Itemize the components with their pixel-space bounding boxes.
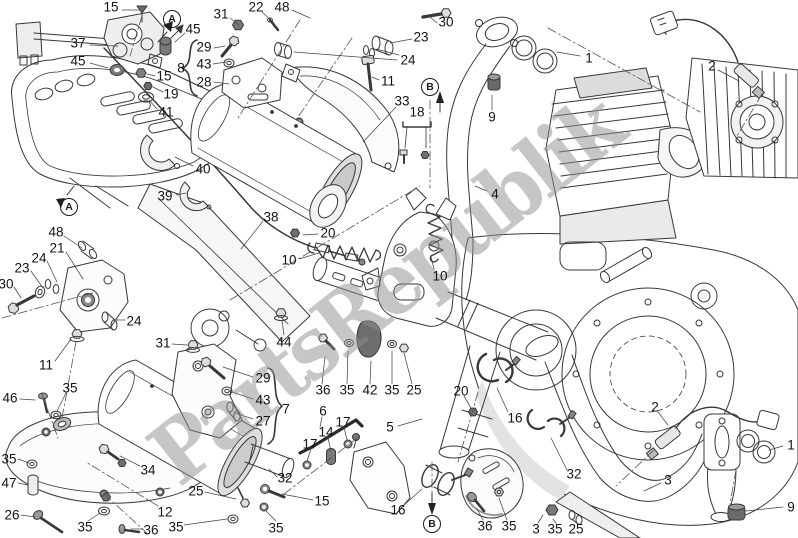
callout-10: 10 xyxy=(281,252,297,268)
callout-36: 36 xyxy=(143,522,159,538)
callout-5: 5 xyxy=(386,419,394,435)
callout-24: 24 xyxy=(31,250,47,266)
callout-30: 30 xyxy=(0,276,14,292)
callout-8: 8 xyxy=(177,60,185,76)
callout-11: 11 xyxy=(38,357,54,373)
callout-43: 43 xyxy=(255,392,271,408)
callout-35: 35 xyxy=(62,380,78,396)
callout-41: 41 xyxy=(158,104,174,120)
callout-3: 3 xyxy=(532,521,540,537)
callout-6: 6 xyxy=(319,403,327,419)
callout-42: 42 xyxy=(362,382,378,398)
callout-23: 23 xyxy=(413,29,429,45)
callout-46: 46 xyxy=(2,390,18,406)
callout-25: 25 xyxy=(406,382,422,398)
callout-23: 23 xyxy=(14,260,30,276)
callout-40: 40 xyxy=(195,161,211,177)
callout-48: 48 xyxy=(48,224,64,240)
clamps xyxy=(140,134,521,496)
callout-29: 29 xyxy=(196,39,212,55)
callout-31: 31 xyxy=(155,335,171,351)
callout-24: 24 xyxy=(126,313,142,329)
callout-32: 32 xyxy=(566,466,582,482)
callout-19: 19 xyxy=(163,86,179,102)
callout-47: 47 xyxy=(1,475,17,491)
callout-17: 17 xyxy=(335,414,351,430)
callout-38: 38 xyxy=(263,209,279,225)
callout-35: 35 xyxy=(547,521,563,537)
callout-30: 30 xyxy=(438,14,454,30)
callout-2: 2 xyxy=(708,58,716,74)
engine-line-art xyxy=(461,57,798,538)
view-marker-B: B xyxy=(421,78,439,96)
callout-1: 1 xyxy=(787,437,795,453)
callout-37: 37 xyxy=(70,35,86,51)
callout-39: 39 xyxy=(157,188,173,204)
callout-11: 11 xyxy=(380,73,396,89)
exhaust-springs xyxy=(307,203,444,263)
swingarm xyxy=(137,183,311,352)
callout-24: 24 xyxy=(400,52,416,68)
callout-26: 26 xyxy=(4,507,20,523)
callout-35: 35 xyxy=(77,519,93,535)
callout-9: 9 xyxy=(787,499,795,515)
view-marker-A: A xyxy=(163,10,181,28)
callout-45: 45 xyxy=(185,21,201,37)
callout-35: 35 xyxy=(168,519,184,535)
callout-27: 27 xyxy=(255,413,271,429)
callout-14: 14 xyxy=(318,424,334,440)
callout-15: 15 xyxy=(156,68,172,84)
callout-20: 20 xyxy=(453,383,469,399)
callout-34: 34 xyxy=(140,462,156,478)
callout-15: 15 xyxy=(103,0,119,15)
centerlines xyxy=(1,15,763,535)
callout-22: 22 xyxy=(248,0,264,15)
callout-18: 18 xyxy=(409,104,425,120)
callout-12: 12 xyxy=(157,504,173,520)
view-marker-A: A xyxy=(60,198,78,216)
callout-35: 35 xyxy=(384,382,400,398)
callout-17: 17 xyxy=(302,436,318,452)
callout-25: 25 xyxy=(568,521,584,537)
callout-7: 7 xyxy=(282,401,290,417)
callout-2: 2 xyxy=(651,399,659,415)
callout-1: 1 xyxy=(585,50,593,66)
callout-35: 35 xyxy=(339,382,355,398)
callout-16: 16 xyxy=(507,410,523,426)
callout-15: 15 xyxy=(314,493,330,509)
lower-muffler xyxy=(52,359,295,499)
callout-35: 35 xyxy=(1,451,17,467)
callout-35: 35 xyxy=(268,520,284,536)
fasteners xyxy=(7,5,504,534)
leader-lines xyxy=(13,9,784,530)
callout-21: 21 xyxy=(49,240,65,256)
callout-3: 3 xyxy=(664,472,672,488)
group-braces xyxy=(181,39,432,445)
callout-35: 35 xyxy=(501,518,517,534)
callout-36: 36 xyxy=(477,518,493,534)
callout-20: 20 xyxy=(320,225,336,241)
mid-pipe-junction xyxy=(312,187,559,459)
callout-36: 36 xyxy=(315,382,331,398)
callout-43: 43 xyxy=(196,56,212,72)
view-marker-B: B xyxy=(423,515,441,533)
callout-45: 45 xyxy=(70,53,86,69)
exhaust-valve-actuator xyxy=(15,11,366,266)
callout-16: 16 xyxy=(390,502,406,518)
callout-10: 10 xyxy=(432,268,448,284)
callout-44: 44 xyxy=(276,334,292,350)
callout-31: 31 xyxy=(213,6,229,22)
callout-25: 25 xyxy=(188,483,204,499)
callout-9: 9 xyxy=(488,109,496,125)
callout-32: 32 xyxy=(277,470,293,486)
callout-28: 28 xyxy=(196,74,212,90)
callout-4: 4 xyxy=(491,186,499,202)
callout-33: 33 xyxy=(394,93,410,109)
callout-48: 48 xyxy=(274,0,290,15)
front-header-pipe xyxy=(526,354,780,525)
callout-29: 29 xyxy=(255,370,271,386)
